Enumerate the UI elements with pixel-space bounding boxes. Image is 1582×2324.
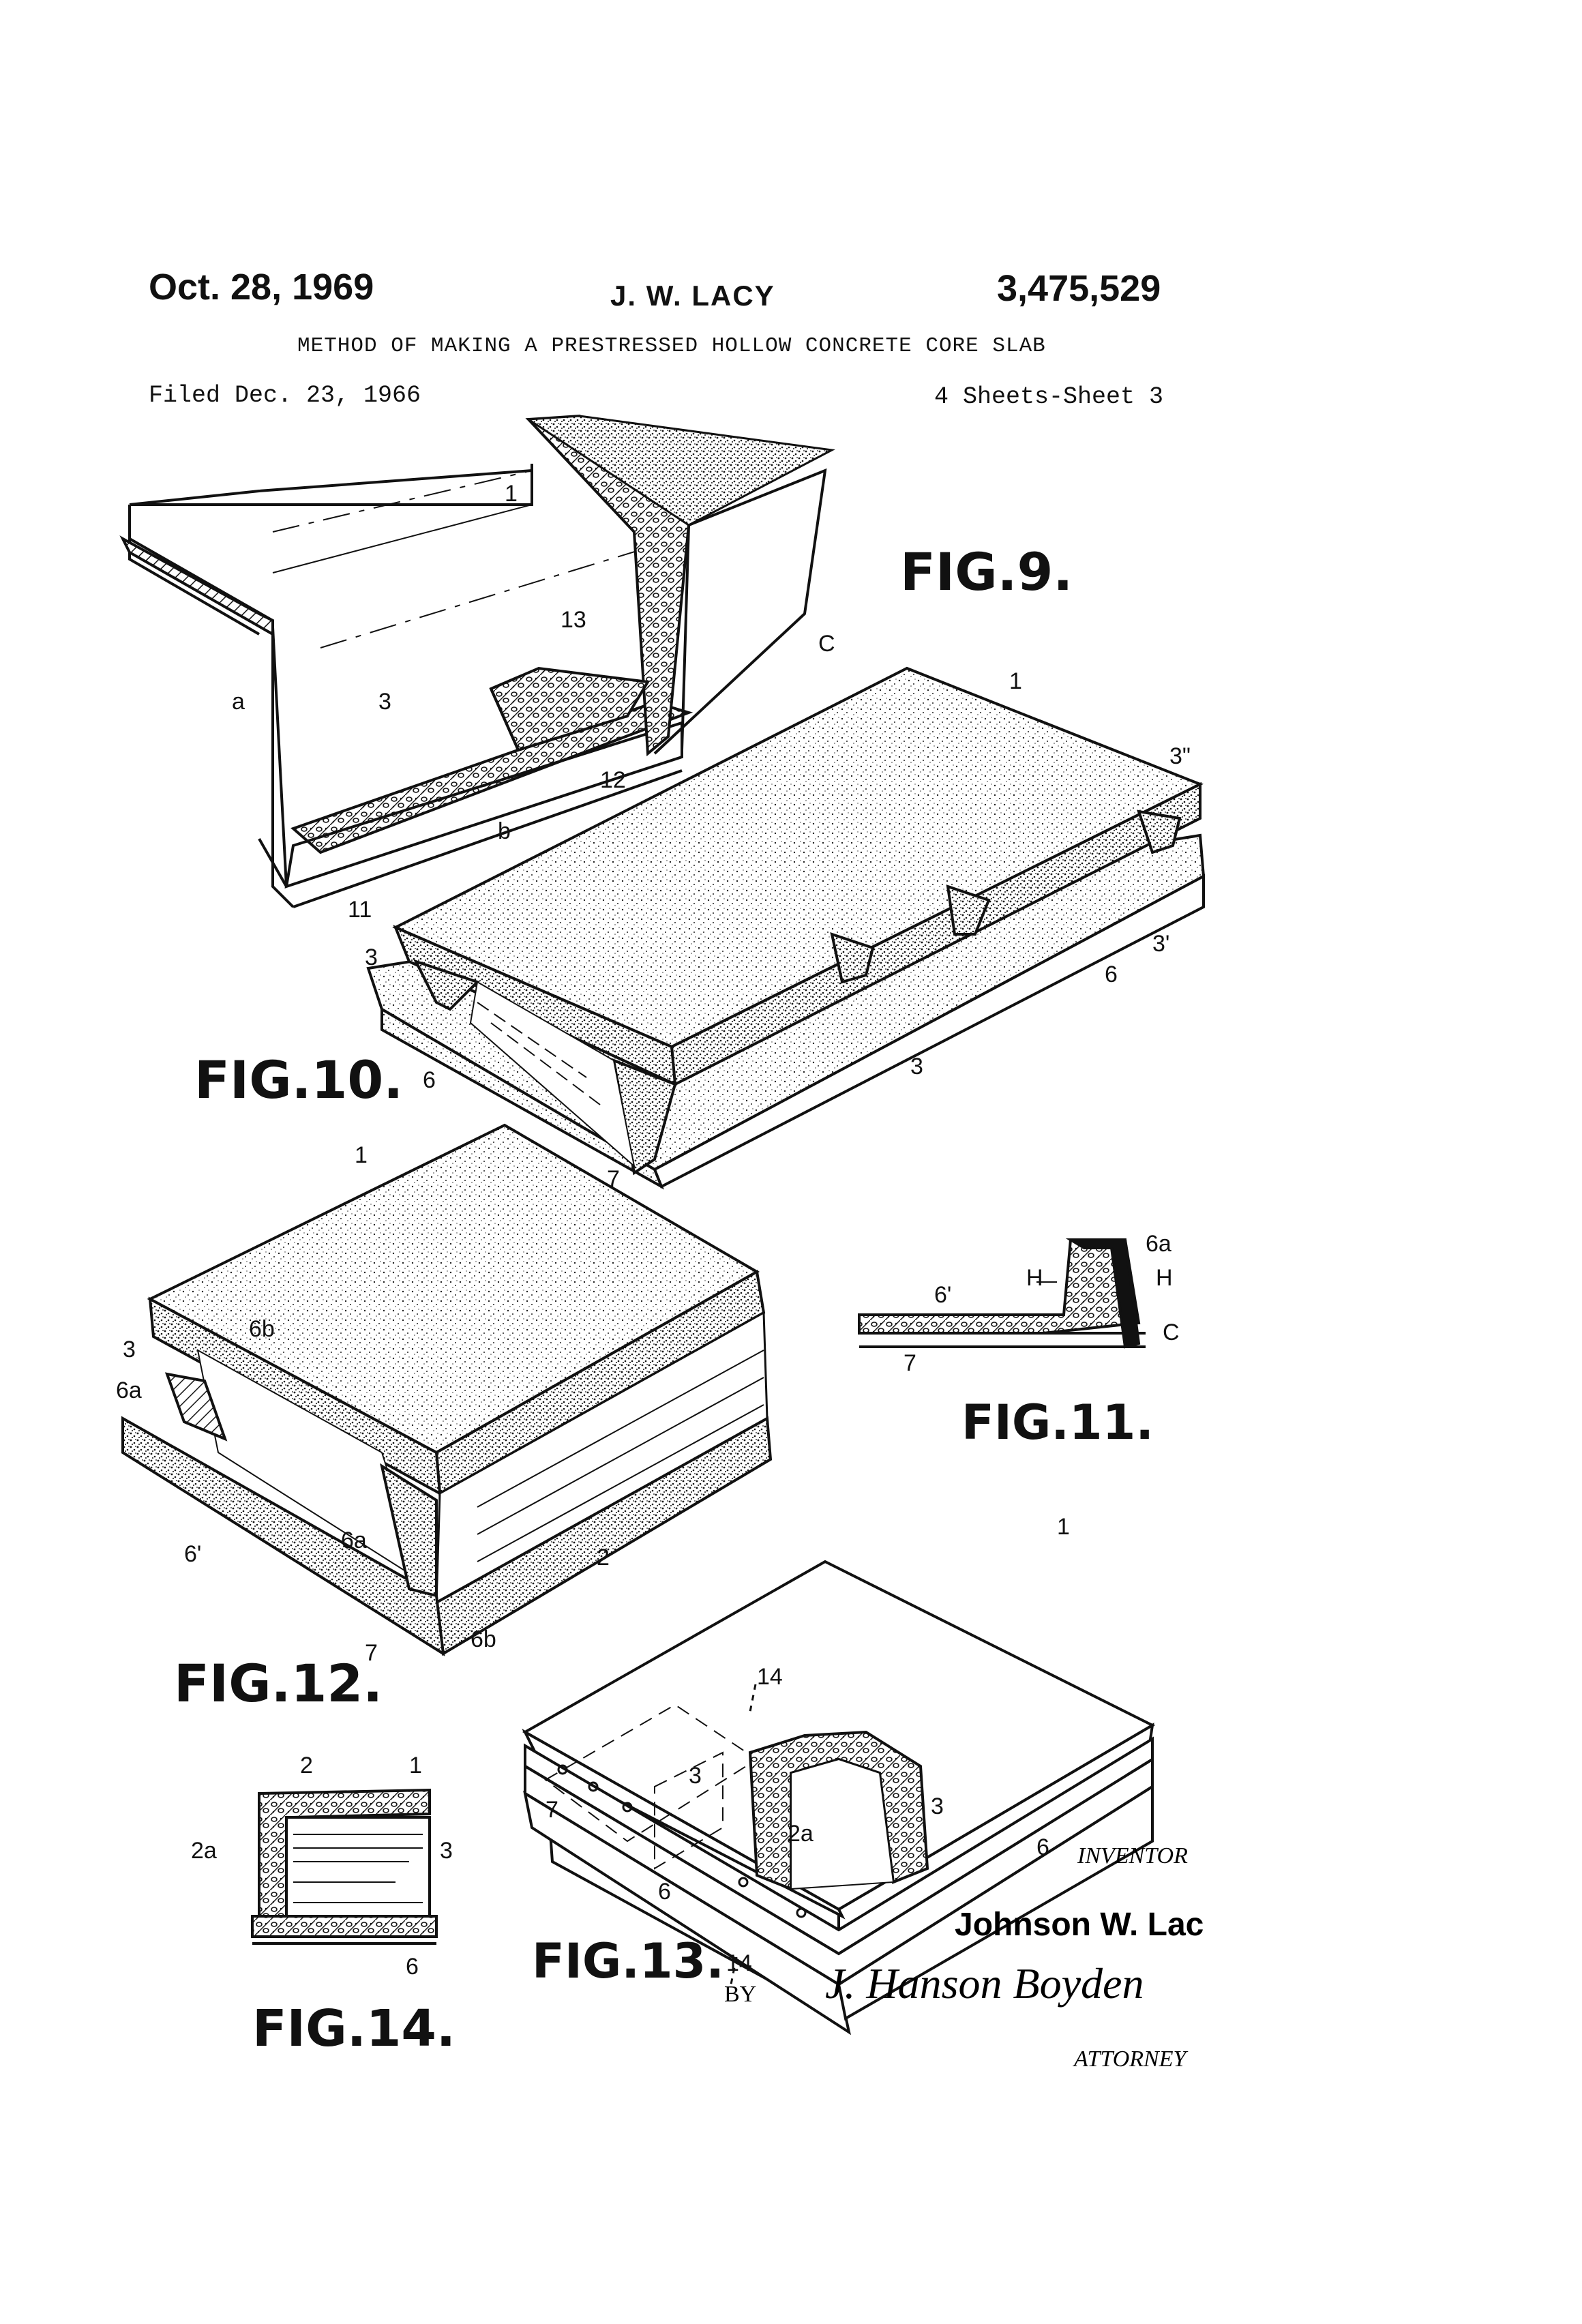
fig10-ref: 6 [1105,962,1118,987]
fig12-ref: 6b [471,1626,496,1652]
fig13-ref: 14 [726,1950,752,1976]
fig11-ref: C [1163,1320,1180,1345]
fig10-ref: 3 [365,944,378,970]
attorney-caption: ATTORNEY [1073,2046,1188,2072]
fig13-ref: 7 [546,1797,558,1823]
fig11-caption: FIG.11. [961,1395,1154,1450]
fig13-ref: 2a [788,1821,814,1847]
fig13-ref: 6 [658,1879,671,1905]
fig14-ref: 2 [300,1753,313,1778]
fig14-ref: 2a [191,1838,217,1864]
fig13-ref: 3 [689,1763,702,1789]
fig9-ref: a [232,689,245,715]
fig13-ref: 2 [597,1545,610,1570]
fig9-ref: 1 [505,481,518,507]
fig9-ref: 11 [348,897,372,923]
fig9-caption: FIG.9. [900,541,1073,602]
fig14-ref: 3 [440,1838,453,1864]
fig14-ref: 1 [409,1753,422,1778]
fig9-ref: b [498,818,511,844]
fig13-ref: 6 [1036,1834,1049,1860]
fig12-drawing [123,1125,771,1654]
inventor-full-name: Johnson W. Lac [955,1907,1204,1943]
fig13-ref: 14 [757,1664,783,1690]
fig11-ref: 6a [1146,1231,1171,1257]
fig13-ref: 1 [1057,1514,1070,1540]
fig10-ref: 3" [1169,743,1191,769]
fig9-ref: 12 [600,767,626,793]
fig11-ref: 6' [934,1282,951,1308]
fig12-ref: 6a [341,1528,367,1553]
fig11-ref: H [1156,1265,1173,1291]
fig13-caption: FIG.13. [532,1933,724,1989]
fig10-ref: 3 [910,1054,923,1079]
fig12-ref: 6' [184,1541,201,1567]
fig12-ref: 6b [249,1316,275,1342]
fig11-drawing [859,1240,1146,1347]
fig14-drawing [252,1790,436,1943]
attorney-signature: J. Hanson Boyden [825,1959,1144,2008]
fig11-ref: H [1026,1265,1043,1291]
fig9-ref: C [818,631,835,657]
fig12-ref: 1 [355,1142,368,1168]
by-label: BY [724,1982,756,2007]
fig10-caption: FIG.10. [194,1049,403,1110]
fig14-ref: 6 [406,1954,419,1980]
fig12-ref: 7 [365,1640,378,1666]
fig10-ref: 6 [423,1067,436,1093]
fig12-caption: FIG.12. [174,1653,383,1714]
fig13-ref: 3 [931,1793,944,1819]
fig10-ref: 3' [1152,931,1169,957]
fig12-ref: 3 [123,1337,136,1362]
inventor-caption: INVENTOR [1077,1843,1188,1868]
fig9-ref: 13 [561,607,586,633]
fig9-ref: 3 [378,689,391,715]
fig10-drawing [368,668,1204,1187]
fig10-ref: 7 [607,1166,620,1192]
fig12-ref: 6a [116,1377,142,1403]
fig14-caption: FIG.14. [252,1999,456,2058]
fig10-ref: 1 [1009,668,1022,694]
fig11-ref: 7 [904,1350,916,1376]
